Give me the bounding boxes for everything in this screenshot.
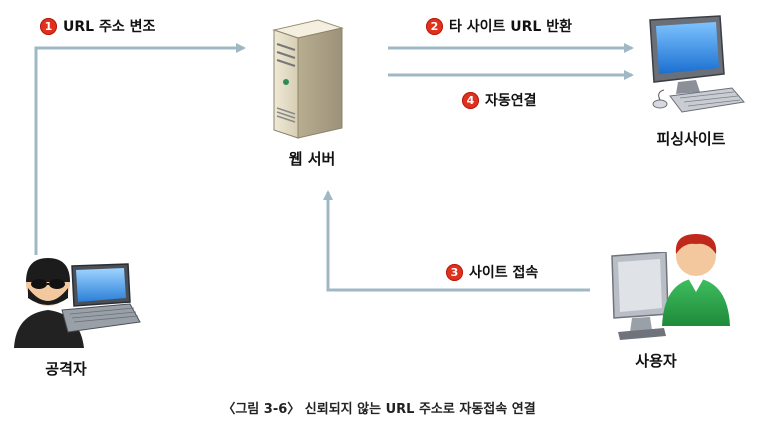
step-4-label: 4 자동연결 — [462, 90, 537, 110]
monitor-icon — [611, 252, 669, 340]
laptop-icon — [61, 263, 141, 333]
step-4-badge: 4 — [462, 91, 479, 109]
step-2-text: 타 사이트 URL 반환 — [449, 19, 572, 35]
computer-icon — [649, 15, 745, 113]
step-1-label: 1 URL 주소 변조 — [40, 16, 155, 36]
step-3-label: 3 사이트 접속 — [446, 262, 538, 282]
arrow-url-tamper — [34, 43, 246, 255]
figure-caption: 〈그림 3-6〉 신뢰되지 않는 URL 주소로 자동접속 연결 — [222, 402, 536, 417]
step-1-text: URL 주소 변조 — [63, 19, 156, 35]
step-1-badge: 1 — [40, 17, 57, 35]
step-2-badge: 2 — [426, 17, 443, 35]
server-icon — [272, 19, 344, 139]
phishing-site-label: 피싱사이트 — [656, 130, 726, 148]
step-3-badge: 3 — [446, 263, 463, 281]
attacker-label: 공격자 — [45, 360, 87, 378]
step-2-label: 2 타 사이트 URL 반환 — [426, 16, 572, 36]
user-label: 사용자 — [635, 352, 677, 370]
step-3-text: 사이트 접속 — [469, 265, 539, 281]
step-4-text: 자동연결 — [485, 93, 537, 109]
user-icon — [662, 234, 730, 326]
arrow-site-access — [323, 190, 590, 292]
web-server-label: 웹 서버 — [288, 150, 336, 168]
